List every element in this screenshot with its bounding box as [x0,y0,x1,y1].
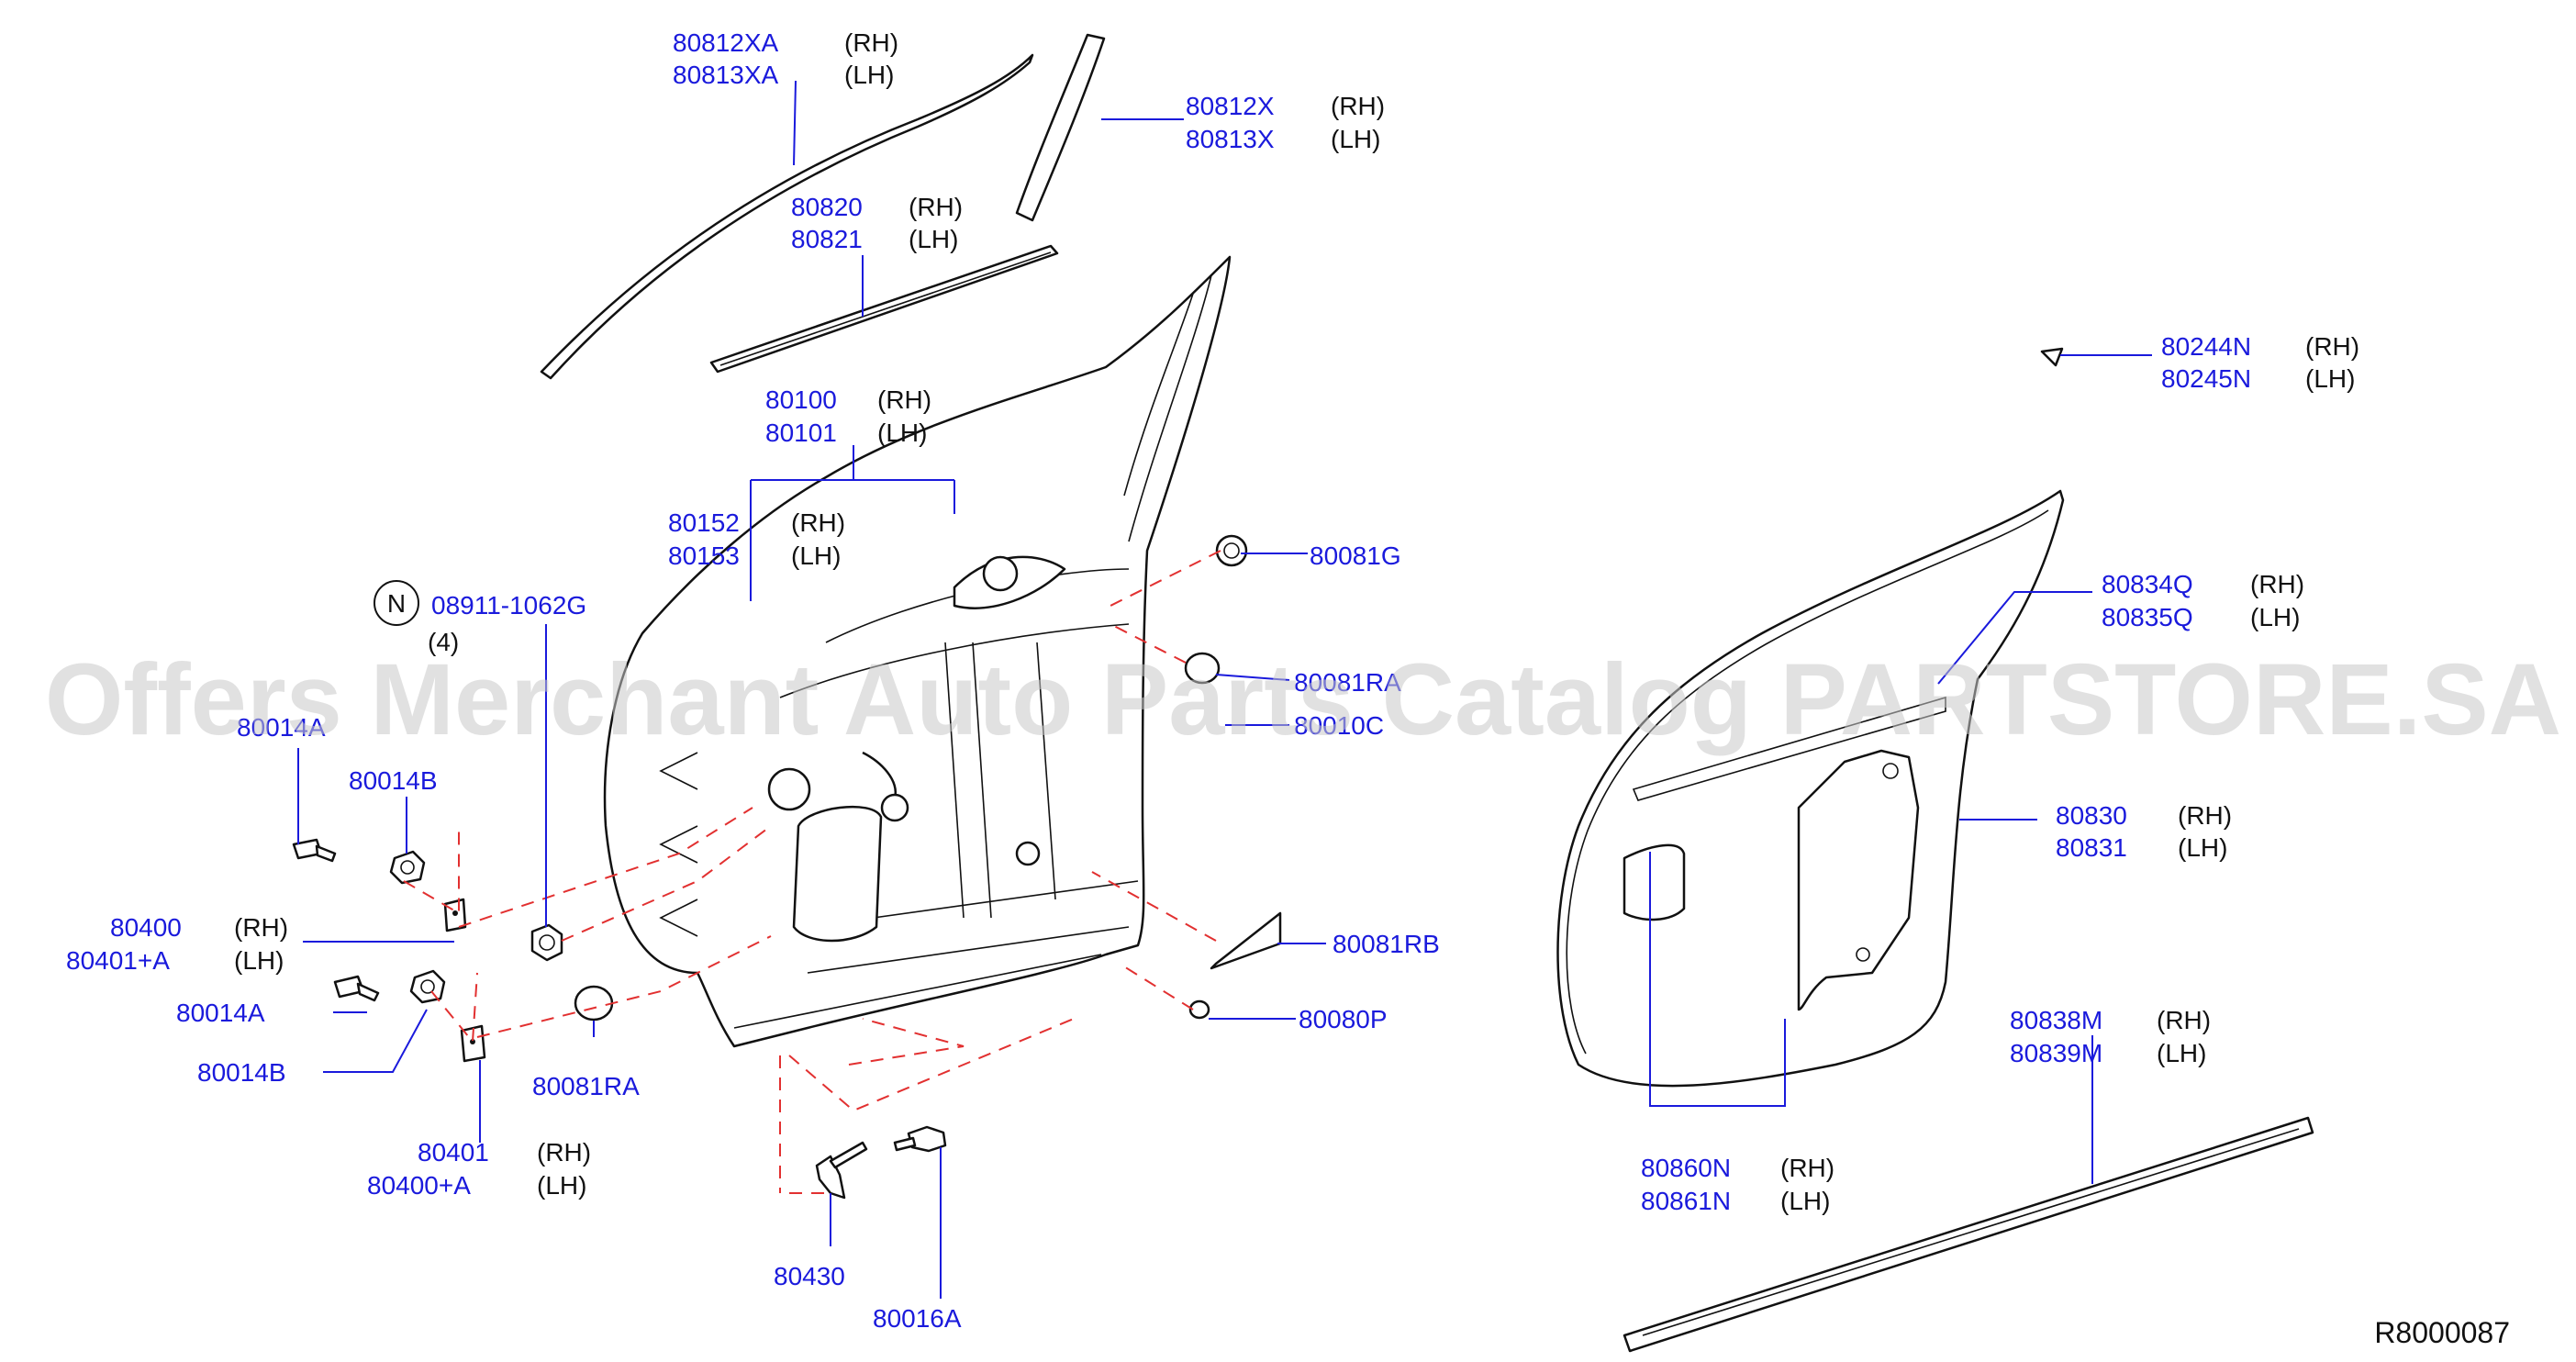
callout-side: (RH) [1331,92,1385,120]
callout-side: (RH) [2250,570,2304,598]
nut-lower [409,969,446,1004]
callout-part-80830: 80830 [2056,801,2127,830]
symbol-n-letter: N [387,589,406,618]
callout-part-80014B-lower: 80014B [197,1058,286,1087]
callout-side: (RH) [909,193,963,221]
callout-part-80835Q: 80835Q [2102,603,2193,631]
front-door-panel [603,255,1232,1048]
nut-upper [389,850,426,885]
callout-part-80401: 80401 [418,1138,489,1167]
sash-cover [1015,33,1106,222]
callout-side: (LH) [791,541,841,570]
plug-80081RA-upper [1184,652,1221,685]
callout-part-80081RA: 80081RA [1294,668,1401,697]
callout-side: (RH) [2157,1006,2211,1034]
callout-side: (LH) [2157,1039,2206,1067]
sealing-screen [1623,749,1920,1011]
watermark: Offers Merchant Auto Parts Catalog PARTS… [45,643,2561,756]
callout-side: (LH) [2178,833,2227,862]
callout-part-80812X: 80812X [1186,92,1275,120]
callout-part-80010C: 80010C [1294,711,1384,740]
seal-80081RB [1210,911,1282,970]
callout-side: (RH) [877,385,931,414]
callout-part-80838M: 80838M [2010,1006,2102,1034]
callout-part-80400A: 80400+A [367,1171,471,1200]
callout-side: (LH) [844,61,894,89]
callout-part-80401A: 80401+A [66,946,170,975]
callout-part-80245N: 80245N [2161,364,2251,393]
plug-80080P [1188,999,1210,1020]
leader-lines [297,80,2152,1299]
callout-part-80081G: 80081G [1310,541,1401,570]
callout-side: (LH) [2250,603,2300,631]
callout-part-80081RA-lower: 80081RA [532,1072,640,1100]
callout-part-80834Q: 80834Q [2102,570,2193,598]
clip-80244N [2040,347,2064,367]
door-weatherstrip [1556,489,2065,1088]
callout-side: (RH) [234,913,288,942]
callout-part-80820: 80820 [791,193,863,221]
bolt-upper [292,838,337,863]
callout-part-80831: 80831 [2056,833,2127,862]
callout-side: (RH) [2178,801,2232,830]
window-moulding-outer [540,53,1034,380]
callout-side: (RH) [1780,1154,1834,1182]
plug-80081RA-lower [574,985,614,1022]
callout-part-80152: 80152 [668,508,740,537]
bolt-lower [333,975,380,1002]
callout-part-80812XA: 80812XA [673,28,779,57]
callout-part-80860N: 80860N [1641,1154,1731,1182]
callout-labels: 80812XA (RH) 80813XA (LH) 80812X (RH) 80… [66,28,2359,1333]
figure-code: R8000087 [2374,1316,2510,1349]
callout-part-80813XA: 80813XA [673,61,779,89]
grommet-08911 [530,923,563,962]
callout-part-80016A: 80016A [873,1304,962,1333]
callout-part-80100: 80100 [765,385,837,414]
callout-part-80400: 80400 [110,913,182,942]
callout-side: (LH) [537,1171,586,1200]
callout-part-80813X: 80813X [1186,125,1275,153]
callout-side: (RH) [2305,332,2359,361]
callout-side: (RH) [844,28,898,57]
belt-moulding [709,244,1059,374]
new-part-symbol: N [374,580,419,626]
callout-part-80014A-lower: 80014A [176,999,265,1027]
callout-part-80153: 80153 [668,541,740,570]
explode-lines [403,550,1221,1194]
callout-part-80101: 80101 [765,419,837,447]
plug-80081G [1215,534,1248,567]
callout-side: (LH) [909,225,958,253]
callout-part-80081RB: 80081RB [1333,930,1440,958]
callout-part-80244N: 80244N [2161,332,2251,361]
lower-seal-strip [1623,1116,2314,1353]
callout-part-80839M: 80839M [2010,1039,2102,1067]
callout-side: (LH) [1780,1187,1830,1215]
callout-quantity: (4) [428,628,459,656]
callout-side: (LH) [1331,125,1380,153]
callout-part-80080P: 80080P [1299,1005,1388,1033]
callout-side: (RH) [791,508,845,537]
callout-part-08911-1062G: 08911-1062G [431,591,586,620]
check-link-80430 [815,1141,868,1200]
callout-part-80014B: 80014B [349,766,438,795]
callout-side: (RH) [537,1138,591,1167]
callout-side: (LH) [234,946,284,975]
callout-side: (LH) [877,419,927,447]
callout-part-80014A: 80014A [237,713,326,742]
callout-part-80861N: 80861N [1641,1187,1731,1215]
callout-side: (LH) [2305,364,2355,393]
callout-part-80430: 80430 [774,1262,845,1290]
callout-part-80821: 80821 [791,225,863,253]
bolt-80016A [893,1125,947,1153]
